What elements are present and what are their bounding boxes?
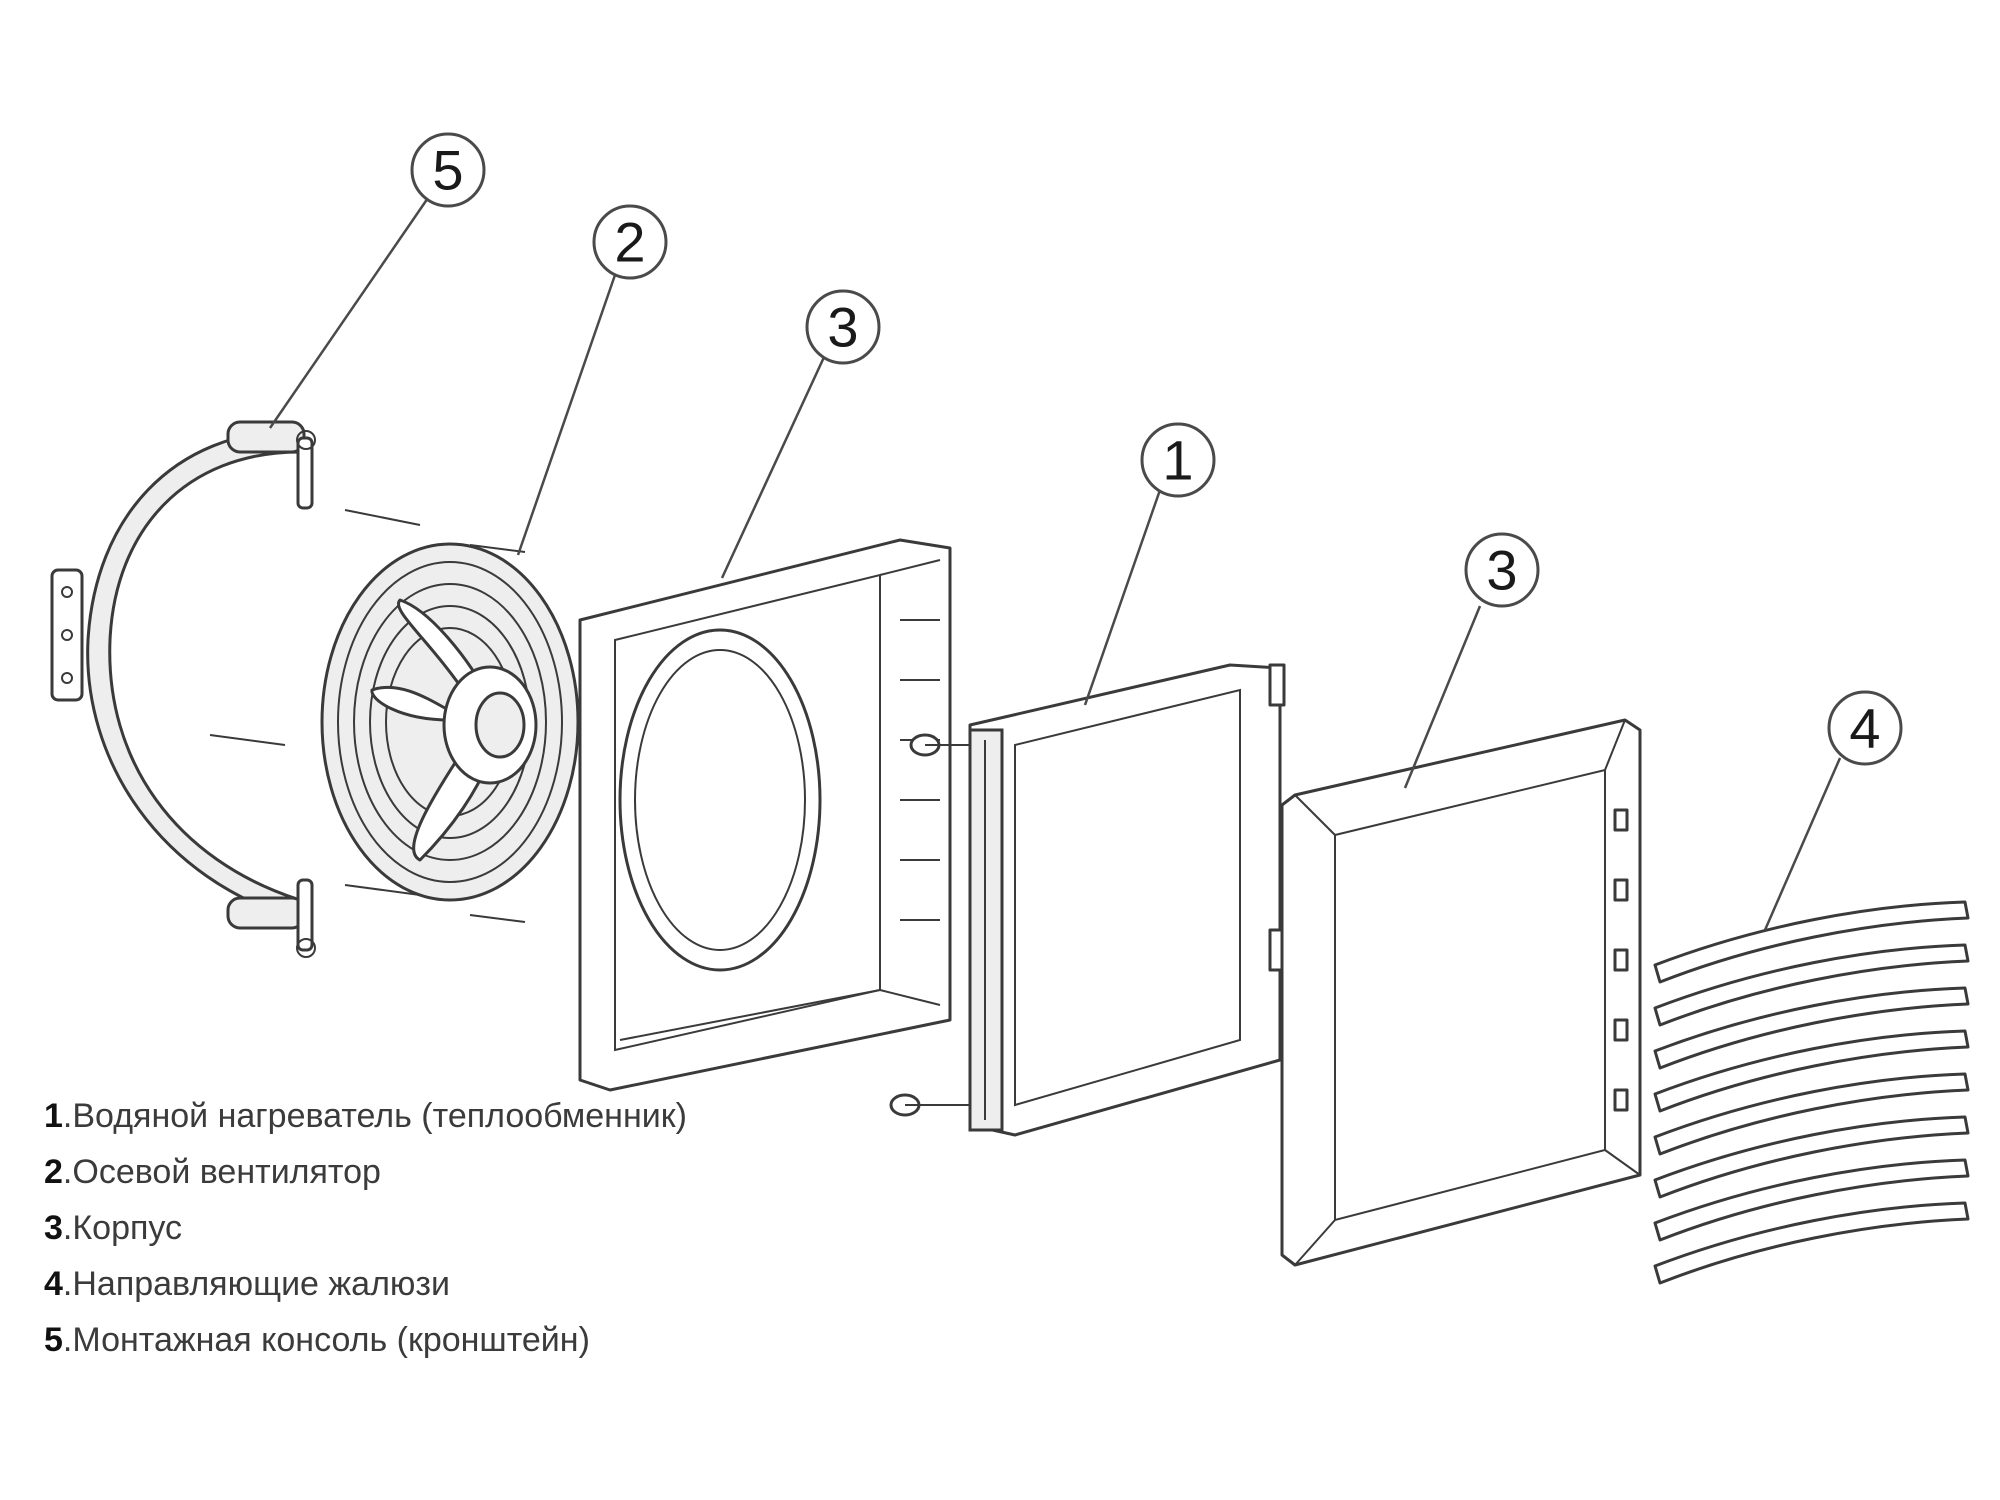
callout-1-label: 1 (1162, 429, 1193, 492)
legend-text: .Монтажная консоль (кронштейн) (62, 1321, 590, 1359)
legend-text: .Корпус (62, 1209, 183, 1247)
leader-5 (268, 194, 432, 429)
leader-2 (516, 274, 617, 556)
legend-item: 3.Корпус (44, 1200, 687, 1256)
parts-legend: 1.Водяной нагреватель (теплообменник) 2.… (44, 1088, 687, 1368)
water-heater (889, 663, 1286, 1137)
housing-front (1280, 718, 1642, 1267)
callout-3-rear-label: 3 (827, 296, 858, 359)
legend-item: 4.Направляющие жалюзи (44, 1256, 687, 1312)
callout-3-front: 3 (1464, 532, 1540, 608)
legend-number: 1 (44, 1097, 63, 1135)
callout-5-label: 5 (432, 139, 463, 202)
legend-item: 5.Монтажная консоль (кронштейн) (44, 1312, 687, 1368)
mounting-bracket (50, 420, 316, 958)
louvers (1653, 900, 1970, 1285)
legend-number: 5 (44, 1321, 63, 1359)
leader-4 (1763, 757, 1842, 931)
callout-3-rear: 3 (805, 289, 881, 365)
legend-number: 3 (44, 1209, 63, 1247)
leader-1 (1083, 489, 1162, 706)
legend-number: 2 (44, 1153, 63, 1191)
callout-1: 1 (1140, 422, 1216, 498)
legend-text: .Водяной нагреватель (теплообменник) (62, 1097, 687, 1135)
legend-text: .Направляющие жалюзи (62, 1265, 450, 1303)
legend-item: 1.Водяной нагреватель (теплообменник) (44, 1088, 687, 1144)
housing-rear (578, 538, 952, 1092)
callout-2-label: 2 (614, 211, 645, 274)
callout-2: 2 (592, 204, 668, 280)
legend-item: 2.Осевой вентилятор (44, 1144, 687, 1200)
callout-5: 5 (410, 132, 486, 208)
callout-3-front-label: 3 (1486, 539, 1517, 602)
legend-number: 4 (44, 1265, 63, 1303)
callout-4: 4 (1827, 690, 1903, 766)
callout-4-label: 4 (1849, 697, 1880, 760)
legend-text: .Осевой вентилятор (62, 1153, 381, 1191)
axial-fan (320, 542, 580, 902)
leader-3-front (1403, 605, 1482, 789)
leader-3-rear (720, 354, 827, 579)
